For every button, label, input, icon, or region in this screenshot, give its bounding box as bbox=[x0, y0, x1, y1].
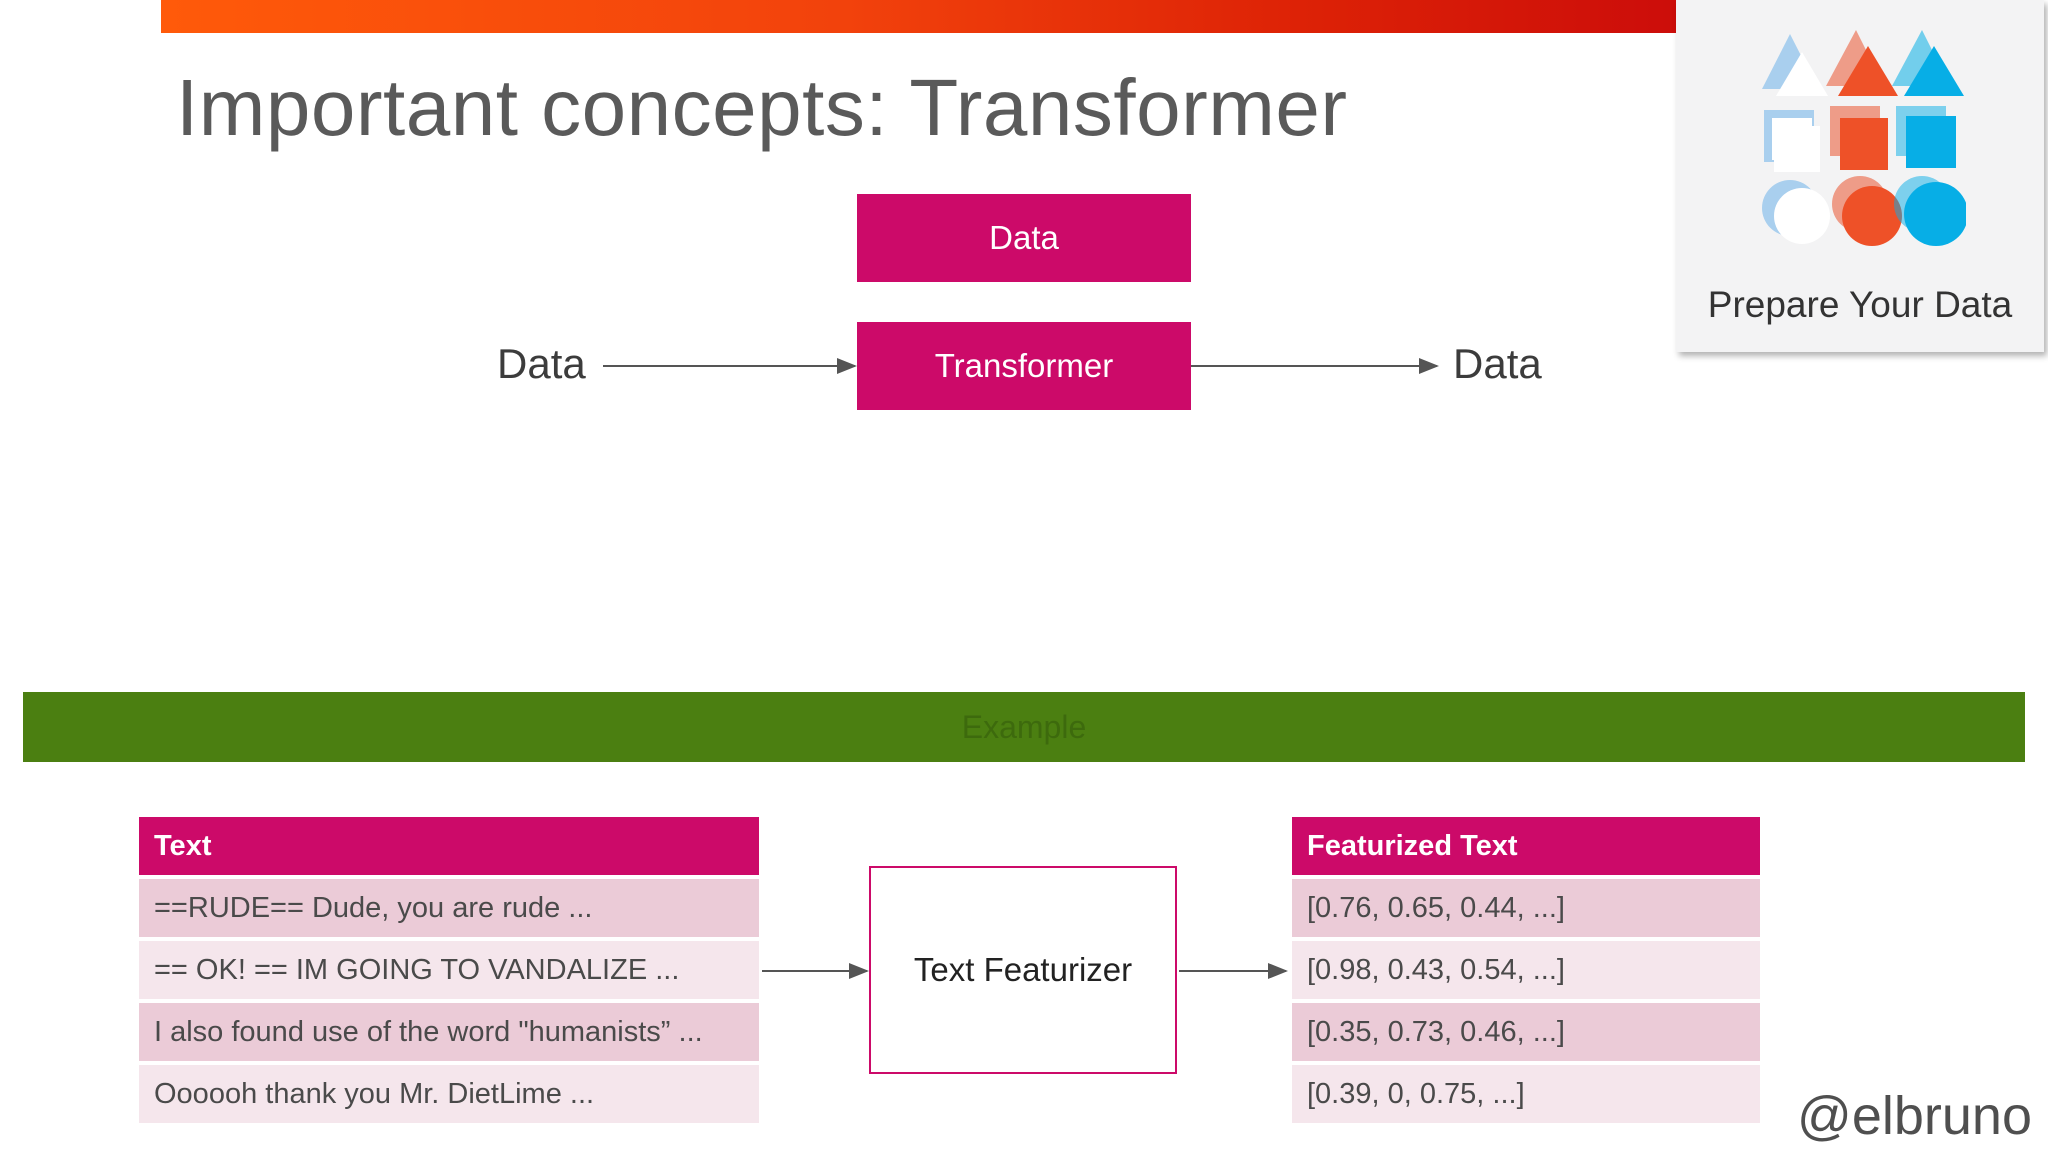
table-header: Text bbox=[139, 817, 759, 875]
table-row: ==RUDE== Dude, you are rude ... bbox=[139, 879, 759, 937]
example-band: Example bbox=[23, 692, 2025, 762]
data-box: Data bbox=[857, 194, 1191, 282]
input-data-label: Data bbox=[497, 340, 586, 387]
table-row: == OK! == IM GOING TO VANDALIZE ... bbox=[139, 941, 759, 999]
transformer-box: Transformer bbox=[857, 322, 1191, 410]
table-row: I also found use of the word "humanists”… bbox=[139, 1003, 759, 1061]
table-row: [0.35, 0.73, 0.46, ...] bbox=[1292, 1003, 1760, 1061]
prepare-data-logo-card: Prepare Your Data bbox=[1676, 0, 2044, 352]
table-row: Oooooh thank you Mr. DietLime ... bbox=[139, 1065, 759, 1123]
table-row: [0.98, 0.43, 0.54, ...] bbox=[1292, 941, 1760, 999]
featurized-text-table: Featurized Text [0.76, 0.65, 0.44, ...] … bbox=[1292, 817, 1760, 1127]
output-data-label: Data bbox=[1453, 340, 1542, 387]
slide-title: Important concepts: Transformer bbox=[176, 63, 1348, 152]
input-text-table: Text ==RUDE== Dude, you are rude ... == … bbox=[139, 817, 759, 1127]
author-handle: @elbruno bbox=[1797, 1086, 2032, 1146]
shapes-logo-icon bbox=[1762, 30, 1966, 246]
top-accent-bar bbox=[161, 0, 1678, 33]
table-row: [0.76, 0.65, 0.44, ...] bbox=[1292, 879, 1760, 937]
logo-caption: Prepare Your Data bbox=[1707, 284, 2013, 325]
table-header: Featurized Text bbox=[1292, 817, 1760, 875]
text-featurizer-box: Text Featurizer bbox=[869, 866, 1177, 1074]
table-row: [0.39, 0, 0.75, ...] bbox=[1292, 1065, 1760, 1123]
